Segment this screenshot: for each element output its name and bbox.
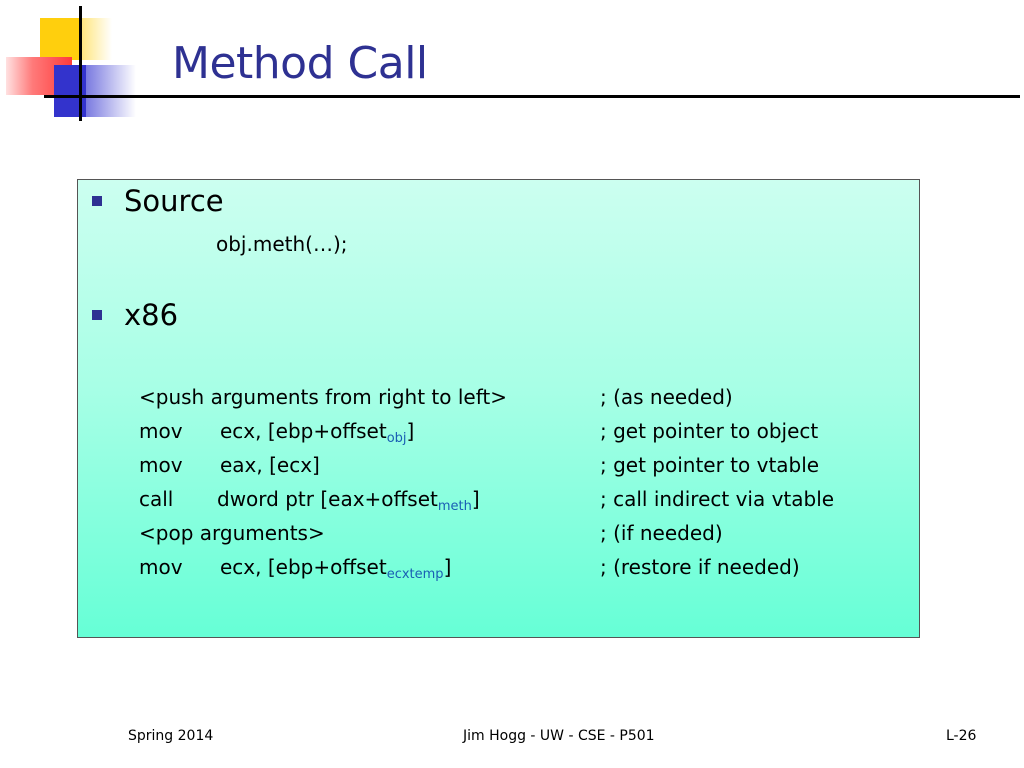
bullet-source: Source bbox=[92, 184, 224, 218]
asm-subscript: meth bbox=[437, 499, 472, 514]
title-underline bbox=[44, 95, 1020, 98]
logo-yellow-fade bbox=[82, 18, 112, 60]
footer-slide-number: L-26 bbox=[946, 728, 977, 744]
slide-title: Method Call bbox=[172, 38, 428, 89]
source-code: obj.meth(…); bbox=[216, 232, 348, 256]
asm-comment: ; (restore if needed) bbox=[600, 555, 800, 579]
asm-line: <push arguments from right to left> ; (a… bbox=[139, 385, 919, 413]
logo-blue-fade bbox=[86, 65, 136, 117]
asm-line: call dword ptr [eax+offsetmeth] ; call i… bbox=[139, 487, 919, 515]
logo-vertical-line bbox=[79, 6, 82, 121]
asm-arg: dword ptr [eax+offsetmeth] bbox=[217, 487, 480, 514]
asm-comment: ; call indirect via vtable bbox=[600, 487, 835, 511]
asm-op: <pop arguments> bbox=[139, 521, 325, 545]
asm-line: mov ecx, [ebp+offsetecxtemp] ; (restore … bbox=[139, 555, 919, 583]
asm-op: mov bbox=[139, 419, 183, 443]
content-panel: Source obj.meth(…); x86 <push arguments … bbox=[77, 179, 920, 638]
asm-arg-text: ecx, [ebp+offset bbox=[220, 555, 387, 579]
asm-subscript: obj bbox=[386, 431, 407, 446]
asm-arg: eax, [ecx] bbox=[220, 453, 320, 477]
footer-author: Jim Hogg - UW - CSE - P501 bbox=[463, 728, 655, 744]
asm-arg: ecx, [ebp+offsetecxtemp] bbox=[220, 555, 451, 582]
asm-arg-close: ] bbox=[471, 487, 480, 511]
asm-op: mov bbox=[139, 555, 183, 579]
asm-arg-text: ecx, [ebp+offset bbox=[220, 419, 387, 443]
bullet-square-icon bbox=[92, 310, 102, 320]
logo-yellow-square bbox=[40, 18, 82, 60]
asm-line: mov eax, [ecx] ; get pointer to vtable bbox=[139, 453, 919, 481]
bullet-label: Source bbox=[124, 184, 224, 218]
asm-op: mov bbox=[139, 453, 183, 477]
footer-date: Spring 2014 bbox=[128, 728, 214, 744]
asm-comment: ; get pointer to vtable bbox=[600, 453, 820, 477]
bullet-label: x86 bbox=[124, 298, 179, 332]
asm-arg-text: dword ptr [eax+offset bbox=[217, 487, 438, 511]
asm-arg: ecx, [ebp+offsetobj] bbox=[220, 419, 414, 446]
asm-op: <push arguments from right to left> bbox=[139, 385, 507, 409]
asm-line: mov ecx, [ebp+offsetobj] ; get pointer t… bbox=[139, 419, 919, 447]
asm-comment: ; get pointer to object bbox=[600, 419, 819, 443]
asm-arg-close: ] bbox=[406, 419, 415, 443]
bullet-square-icon bbox=[92, 196, 102, 206]
asm-comment: ; (as needed) bbox=[600, 385, 733, 409]
asm-op: call bbox=[139, 487, 174, 511]
asm-subscript: ecxtemp bbox=[386, 567, 444, 582]
asm-arg-close: ] bbox=[443, 555, 452, 579]
asm-comment: ; (if needed) bbox=[600, 521, 723, 545]
bullet-x86: x86 bbox=[92, 298, 178, 332]
slide-logo bbox=[0, 0, 140, 125]
asm-line: <pop arguments> ; (if needed) bbox=[139, 521, 919, 549]
